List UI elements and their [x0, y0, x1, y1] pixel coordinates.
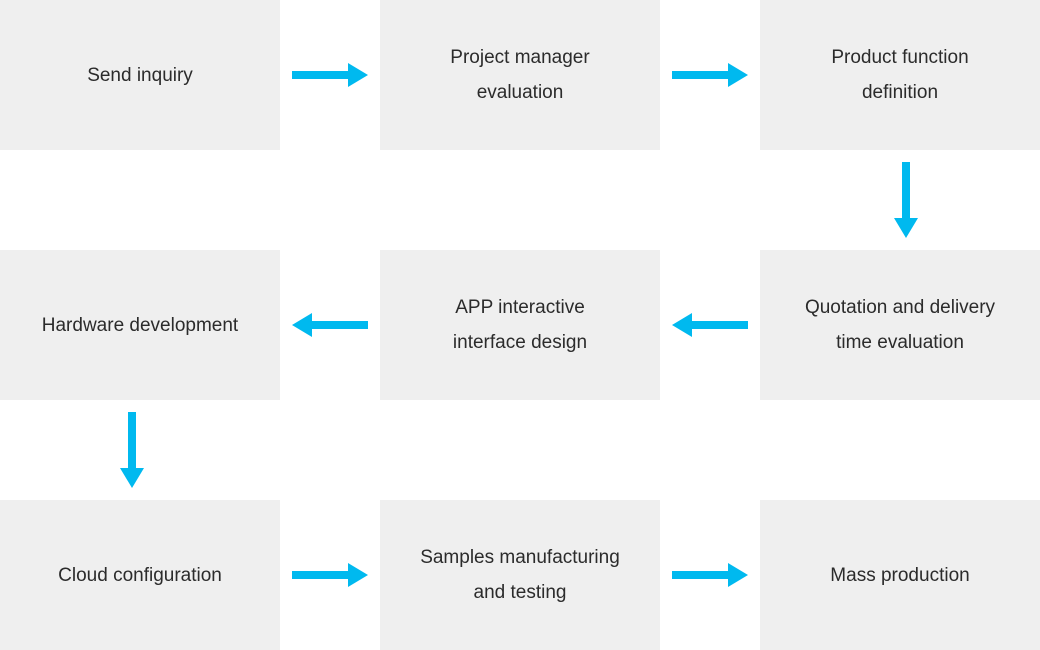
step-label: Samples manufacturing and testing — [420, 547, 620, 603]
step-hardware-development: Hardware development — [0, 250, 280, 400]
arrow-right-icon — [672, 563, 748, 587]
step-label: APP interactive interface design — [452, 297, 588, 353]
step-project-manager-evaluation: Project manager evaluation — [380, 0, 660, 150]
step-label: Cloud configuration — [58, 564, 222, 586]
step-quotation-delivery-evaluation: Quotation and delivery time evaluation — [760, 250, 1040, 400]
step-label: Product function definition — [831, 47, 969, 103]
arrow-left-icon — [672, 313, 748, 337]
arrow-right-icon — [292, 563, 368, 587]
arrow-down-icon — [120, 412, 144, 488]
step-send-inquiry: Send inquiry — [0, 0, 280, 150]
arrow-down-icon — [894, 162, 918, 238]
step-label: Mass production — [830, 564, 970, 586]
step-mass-production: Mass production — [760, 500, 1040, 650]
step-label: Project manager evaluation — [450, 47, 590, 103]
step-cloud-configuration: Cloud configuration — [0, 500, 280, 650]
step-label: Send inquiry — [87, 64, 193, 86]
step-product-function-definition: Product function definition — [760, 0, 1040, 150]
step-samples-manufacturing-testing: Samples manufacturing and testing — [380, 500, 660, 650]
step-label: Hardware development — [41, 314, 239, 336]
step-label: Quotation and delivery time evaluation — [804, 297, 996, 353]
arrow-right-icon — [672, 63, 748, 87]
arrow-left-icon — [292, 313, 368, 337]
step-app-interface-design: APP interactive interface design — [380, 250, 660, 400]
arrow-right-icon — [292, 63, 368, 87]
